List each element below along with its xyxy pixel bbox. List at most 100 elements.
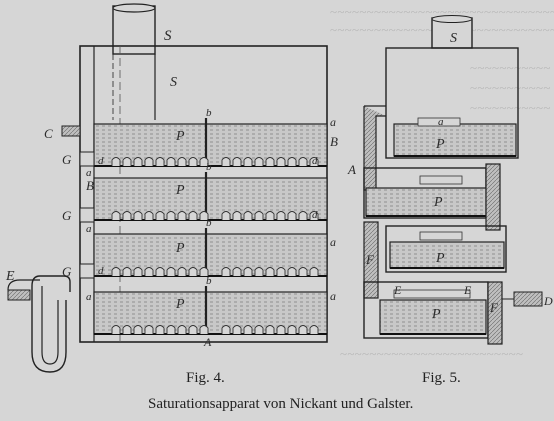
bleed-through-text: ~~~~~~~~~~~~~~~~~~~~~~~~~: [340, 346, 524, 361]
bubble-cap: [309, 157, 319, 166]
bubble-cap: [177, 157, 187, 166]
label-fig4-B1: B: [330, 134, 338, 149]
bubble-cap: [254, 211, 264, 220]
bubble-cap: [177, 267, 187, 276]
label-fig5-D: D: [543, 294, 553, 308]
bubble-cap: [298, 157, 308, 166]
label-fig4-a6: a: [330, 289, 336, 303]
label-fig4-d4: d: [98, 265, 104, 277]
bubble-cap: [155, 267, 165, 276]
label-fig4-a5: a: [86, 291, 92, 303]
bubble-cap: [221, 267, 231, 276]
label-fig4-b1: b: [206, 107, 212, 119]
bubble-cap: [298, 211, 308, 220]
bubble-cap: [232, 211, 242, 220]
label-fig4-G1: G: [62, 152, 72, 167]
bubble-cap: [265, 211, 275, 220]
bubble-cap: [254, 267, 264, 276]
label-fig4-a3: a: [330, 235, 336, 249]
label-fig4-P3: P: [175, 241, 185, 256]
label-fig5-S: S: [450, 31, 457, 46]
bubble-cap: [221, 211, 231, 220]
bubble-cap: [276, 325, 286, 334]
label-fig5-A: A: [347, 162, 356, 177]
bubble-cap: [155, 325, 165, 334]
pan-3: [93, 228, 328, 277]
bubble-cap: [232, 157, 242, 166]
bubble-cap: [243, 211, 253, 220]
bubble-cap: [144, 325, 154, 334]
bubble-cap: [188, 325, 198, 334]
label-fig4-S-top: S: [164, 28, 172, 44]
bubble-cap: [133, 325, 143, 334]
bubble-cap: [309, 211, 319, 220]
bubble-cap: [243, 157, 253, 166]
bubble-cap: [221, 325, 231, 334]
figure-5-drawing: [363, 15, 543, 345]
bubble-cap: [166, 325, 176, 334]
bubble-cap: [111, 325, 121, 334]
bubble-cap: [144, 267, 154, 276]
bubble-cap: [221, 157, 231, 166]
label-fig5-P2: P: [433, 195, 443, 210]
label-fig4-b3: b: [206, 217, 212, 229]
bubble-cap: [243, 267, 253, 276]
bubble-cap: [122, 325, 132, 334]
bubble-cap: [309, 267, 319, 276]
bubble-cap: [144, 211, 154, 220]
bubble-cap: [287, 267, 297, 276]
bubble-cap: [111, 267, 121, 276]
bubble-cap: [188, 211, 198, 220]
label-fig4-a4: a: [86, 223, 92, 235]
fig4-caption: Fig. 4.: [186, 370, 225, 386]
bubble-cap: [177, 211, 187, 220]
label-fig4-A: A: [203, 335, 212, 349]
main-caption: Saturationsapparat von Nickant und Galst…: [148, 396, 414, 412]
bubble-cap: [232, 267, 242, 276]
bubble-cap: [155, 157, 165, 166]
label-fig5-E2: E: [463, 283, 472, 297]
bubble-cap: [166, 267, 176, 276]
bubble-cap: [166, 211, 176, 220]
bubble-cap: [298, 325, 308, 334]
label-fig4-G2: G: [62, 208, 72, 223]
bubble-cap: [122, 211, 132, 220]
bubble-cap: [243, 325, 253, 334]
label-fig4-E: E: [5, 269, 15, 284]
bubble-cap: [133, 157, 143, 166]
bubble-cap: [199, 267, 209, 276]
label-fig4-a2: a: [86, 167, 92, 179]
label-fig4-d3: d: [312, 209, 318, 221]
label-fig4-C: C: [44, 126, 53, 141]
bubble-cap: [298, 267, 308, 276]
label-fig4-P2: P: [175, 183, 185, 198]
bubble-cap: [144, 157, 154, 166]
label-fig5-P3: P: [435, 251, 445, 266]
bleed-through-text: ~~~~~~~~~~~~~~~~~~~~~~~~~~~~~~~: [330, 4, 554, 19]
label-fig4-S-side: S: [170, 75, 177, 90]
label-fig4-P1: P: [175, 129, 185, 144]
pan-1: [93, 118, 328, 167]
bubble-cap: [254, 325, 264, 334]
label-fig4-b4: b: [206, 275, 212, 287]
bubble-cap: [199, 157, 209, 166]
bubble-cap: [133, 211, 143, 220]
bubble-cap: [111, 157, 121, 166]
pan-2: [93, 172, 328, 221]
label-fig4-G3: G: [62, 264, 72, 279]
bubble-cap: [155, 211, 165, 220]
bleed-through-text: ~~~~~~~~~~~: [470, 60, 551, 75]
label-fig5-F1: F: [365, 252, 375, 267]
bubble-cap: [265, 157, 275, 166]
label-fig4-P4: P: [175, 297, 185, 312]
fig5-caption: Fig. 5.: [422, 370, 461, 386]
bubble-cap: [265, 267, 275, 276]
bubble-cap: [276, 157, 286, 166]
bubble-cap: [122, 157, 132, 166]
bleed-through-text: ~~~~~~~~~~~: [470, 100, 551, 115]
bubble-cap: [287, 325, 297, 334]
bubble-cap: [254, 157, 264, 166]
